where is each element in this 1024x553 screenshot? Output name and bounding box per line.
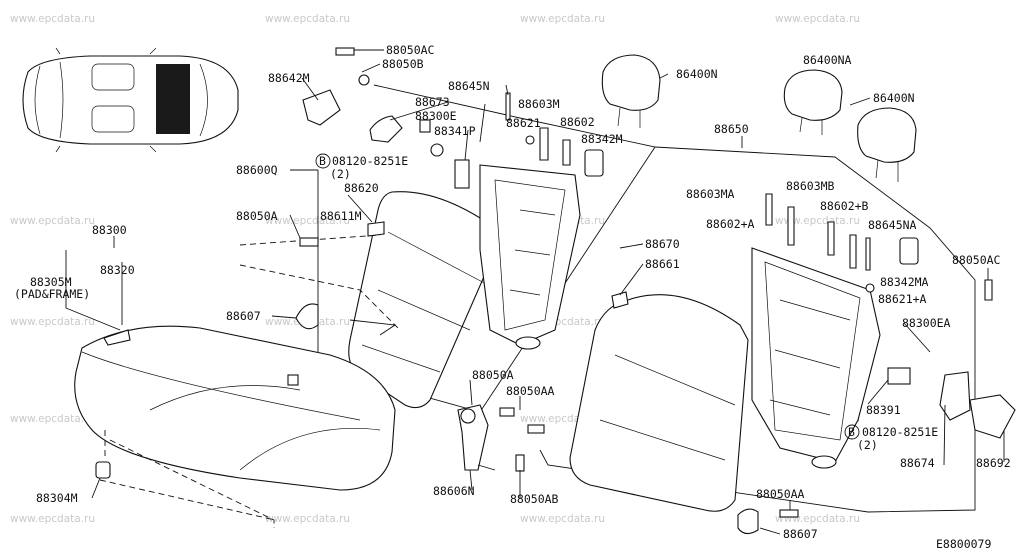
- part-label-88050AA: 88050AA: [506, 384, 555, 398]
- diagram-code: E8800079: [936, 537, 991, 551]
- part-label-88050A: 88050A: [236, 209, 278, 223]
- watermark: www.epcdata.ru: [10, 215, 95, 227]
- watermark: www.epcdata.ru: [10, 513, 95, 525]
- part-label-86400N: 86400N: [676, 67, 718, 81]
- part-label-86400NA: 86400NA: [803, 53, 852, 67]
- part-label-88300: 88300: [92, 223, 127, 237]
- part-qty: (2): [330, 167, 351, 181]
- vehicle-locator: [22, 47, 239, 153]
- part-label-88391: 88391: [866, 403, 901, 417]
- part-label-88692: 88692: [976, 456, 1011, 470]
- part-label-88607: 88607: [783, 527, 818, 541]
- part-label-88050A: 88050A: [472, 368, 514, 382]
- seat-cushion: [65, 266, 396, 528]
- rear-seat-location-highlight: [156, 64, 190, 134]
- part-label-pad-frame: (PAD&FRAME): [14, 287, 90, 301]
- fasteners: [299, 47, 993, 518]
- part-label-88342MA: 88342MA: [880, 275, 929, 289]
- part-label-88606N: 88606N: [433, 484, 475, 498]
- part-label-88050AC: 88050AC: [952, 253, 1001, 267]
- part-label-88300E: 88300E: [415, 109, 457, 123]
- watermark: www.epcdata.ru: [520, 513, 605, 525]
- watermark: www.epcdata.ru: [10, 316, 95, 328]
- pivot-bracket: [457, 404, 545, 472]
- part-label-08120-8251E: 08120-8251E: [862, 425, 938, 439]
- watermark: www.epcdata.ru: [775, 215, 860, 227]
- part-label-88342M: 88342M: [581, 132, 623, 146]
- part-label-88670: 88670: [645, 237, 680, 251]
- part-label-88603MB: 88603MB: [786, 179, 835, 193]
- part-label-88673: 88673: [415, 95, 450, 109]
- part-label-08120-8251E: 08120-8251E: [332, 154, 408, 168]
- seatback-right-assembly: [539, 69, 1016, 535]
- callout-b-icon: B: [319, 154, 326, 168]
- part-label-88642M: 88642M: [268, 71, 310, 85]
- part-label-88050AC: 88050AC: [386, 43, 435, 57]
- watermark: www.epcdata.ru: [265, 13, 350, 25]
- part-label-88650: 88650: [714, 122, 749, 136]
- watermark: www.epcdata.ru: [10, 413, 95, 425]
- watermark: www.epcdata.ru: [10, 13, 95, 25]
- part-label-88602-B: 88602+B: [820, 199, 869, 213]
- part-label-88305M: 88305M: [30, 275, 72, 289]
- part-label-88674: 88674: [900, 456, 935, 470]
- part-labels: 88050AC 88050B 88642M 88645N 86400N 8640…: [14, 43, 1011, 551]
- part-label-88050AB: 88050AB: [510, 492, 559, 506]
- part-label-88645N: 88645N: [448, 79, 490, 93]
- part-label-88621-A: 88621+A: [878, 292, 927, 306]
- part-label-88050B: 88050B: [382, 57, 424, 71]
- part-label-88603M: 88603M: [518, 97, 560, 111]
- part-label-88621: 88621: [506, 116, 541, 130]
- bolt-callout: B B: [315, 153, 860, 440]
- part-label-88304M: 88304M: [36, 491, 78, 505]
- leader-lines: [65, 49, 1005, 535]
- part-label-88661: 88661: [645, 257, 680, 271]
- part-label-88602: 88602: [560, 115, 595, 129]
- part-label-88341P: 88341P: [434, 124, 476, 138]
- part-label-88050AA: 88050AA: [756, 487, 805, 501]
- part-label-88603MA: 88603MA: [686, 187, 735, 201]
- part-qty: (2): [857, 438, 878, 452]
- part-label-88611M: 88611M: [320, 209, 362, 223]
- watermark: www.epcdata.ru: [775, 13, 860, 25]
- part-label-88600Q: 88600Q: [236, 163, 278, 177]
- part-label-86400N: 86400N: [873, 91, 915, 105]
- seatback-left-assembly: [239, 54, 661, 413]
- part-label-88607: 88607: [226, 309, 261, 323]
- callout-b-icon: B: [848, 425, 855, 439]
- part-label-88620: 88620: [344, 181, 379, 195]
- watermark: www.epcdata.ru: [520, 13, 605, 25]
- watermark: www.epcdata.ru: [265, 215, 350, 227]
- part-label-88602-A: 88602+A: [706, 217, 755, 231]
- watermark: www.epcdata.ru: [265, 513, 350, 525]
- part-label-88645NA: 88645NA: [868, 218, 917, 232]
- part-label-88300EA: 88300EA: [902, 316, 951, 330]
- part-label-88320: 88320: [100, 263, 135, 277]
